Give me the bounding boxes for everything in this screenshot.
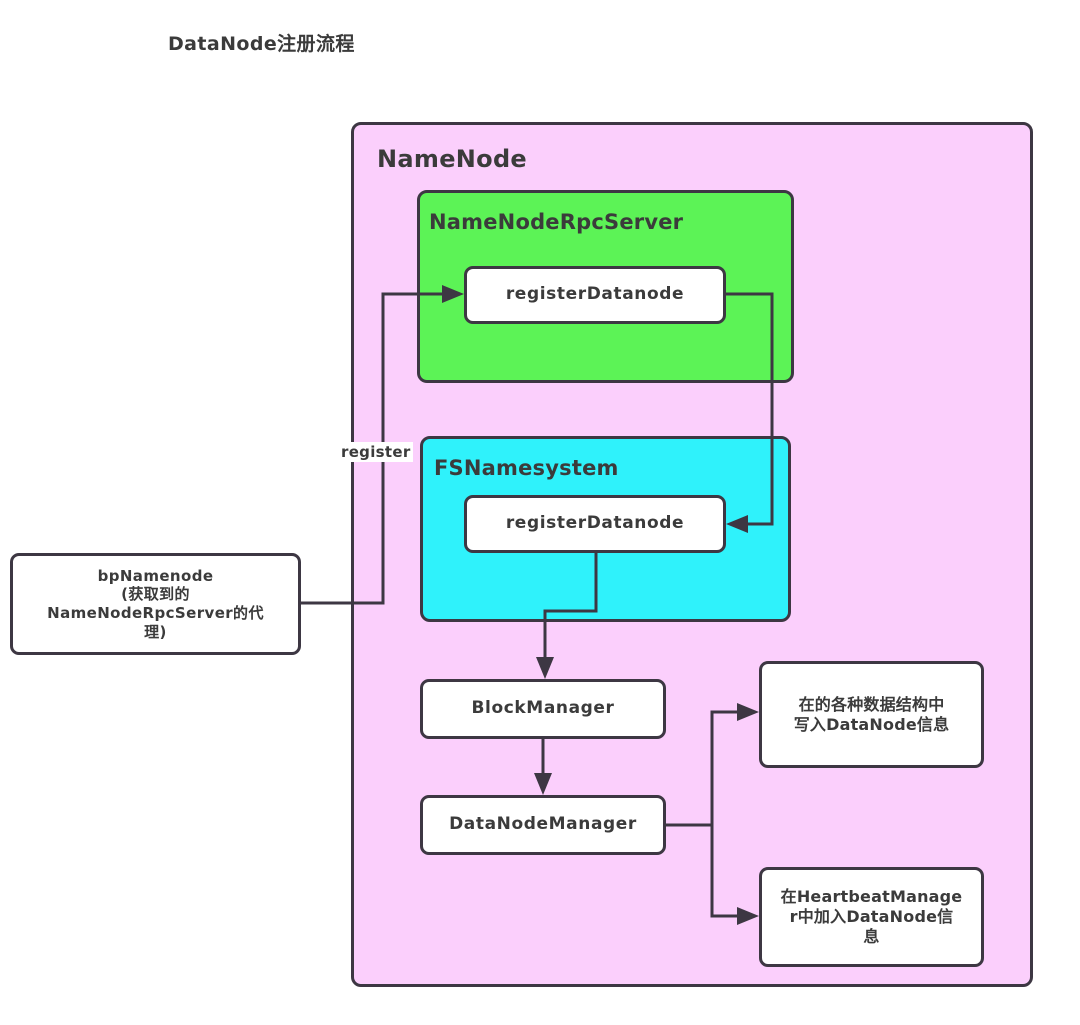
container-namenoderpcserver-label: NameNodeRpcServer [429,210,684,234]
container-namenode-label: NameNode [377,145,527,173]
node-bpnamenode[interactable]: bpNamenode (获取到的 NameNodeRpcServer的代 理) [10,553,301,655]
page-title: DataNode注册流程 [168,33,355,55]
node-fsn-register-datanode-label: registerDatanode [505,513,685,534]
node-write-datanode-info[interactable]: 在的各种数据结构中 写入DataNode信息 [759,661,984,768]
container-fsnamesystem-label: FSNamesystem [434,456,619,480]
node-bpnamenode-label: bpNamenode (获取到的 NameNodeRpcServer的代 理) [47,566,264,641]
node-datanodemanager-label: DataNodeManager [449,814,637,835]
node-heartbeat-manager-add-label: 在HeartbeatManage r中加入DataNode信 息 [780,887,963,946]
node-rpc-register-datanode-label: registerDatanode [505,284,685,305]
node-heartbeat-manager-add[interactable]: 在HeartbeatManage r中加入DataNode信 息 [759,867,984,967]
node-datanodemanager[interactable]: DataNodeManager [420,795,666,855]
node-fsn-register-datanode[interactable]: registerDatanode [464,495,726,553]
node-write-datanode-info-label: 在的各种数据结构中 写入DataNode信息 [793,694,950,734]
edge-label-register: register [339,442,413,462]
node-blockmanager[interactable]: BlockManager [420,679,666,739]
node-blockmanager-label: BlockManager [471,698,615,719]
node-rpc-register-datanode[interactable]: registerDatanode [464,266,726,324]
